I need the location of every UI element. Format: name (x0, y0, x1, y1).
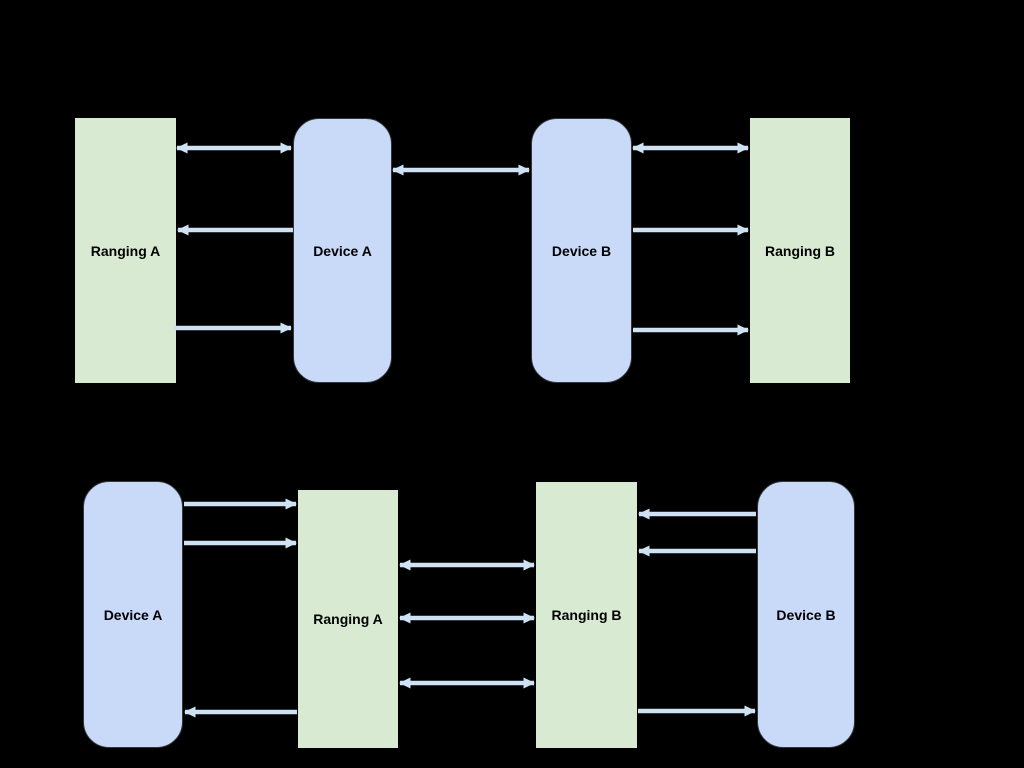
box-device-a-top: Device A (293, 118, 392, 383)
box-label: Ranging A (313, 611, 383, 627)
box-device-b-top: Device B (531, 118, 632, 383)
box-label: Ranging A (90, 242, 161, 259)
box-device-a-bottom: Device A (83, 481, 183, 748)
box-ranging-b-bottom: Ranging B (536, 482, 637, 748)
box-label: Device A (313, 242, 372, 259)
box-ranging-b-top: Ranging B (750, 118, 850, 383)
box-ranging-a-top: Ranging A (75, 118, 176, 383)
box-label: Device B (551, 242, 612, 259)
box-label: Ranging B (551, 607, 622, 623)
box-label: Ranging B (765, 242, 835, 259)
box-label: Device A (103, 606, 163, 623)
box-device-b-bottom: Device B (757, 481, 855, 748)
box-ranging-a-bottom: Ranging A (298, 490, 398, 748)
box-label: Device B (776, 606, 836, 623)
